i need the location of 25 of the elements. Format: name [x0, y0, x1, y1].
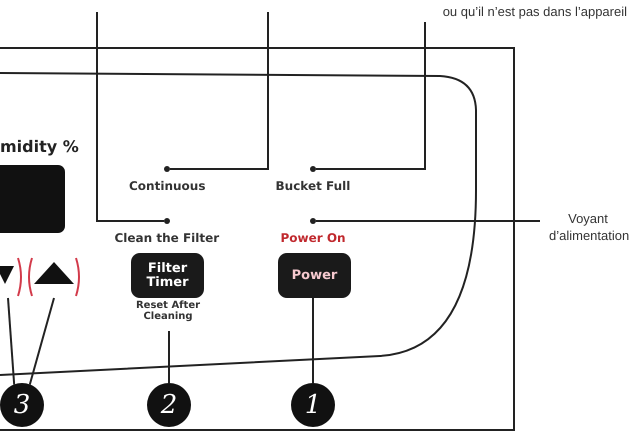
power-button: Power: [278, 253, 351, 298]
leader-line: [28, 298, 55, 385]
leader-line: [316, 220, 540, 222]
callout-text: Voyant d’alimentation: [549, 211, 627, 245]
indicator-light: [310, 218, 316, 224]
callout-number: 2: [147, 383, 191, 427]
leader-line: [170, 12, 269, 170]
callout-number: 3: [0, 383, 44, 427]
indicator-label: Continuous: [129, 180, 206, 194]
indicator-label: Power On: [280, 232, 346, 246]
indicator-light: [164, 166, 170, 172]
leader-line: [168, 331, 170, 383]
callout-number: 1: [291, 383, 335, 427]
filter-timer-button: Filter Timer: [131, 253, 204, 298]
leader-line: [96, 12, 164, 222]
leader-line: [316, 22, 426, 170]
indicator-label: Clean the Filter: [114, 232, 220, 246]
leader-line: [7, 298, 16, 385]
indicator-label: Bucket Full: [276, 180, 350, 194]
leader-line: [312, 298, 314, 383]
indicator-light: [310, 166, 316, 172]
callout-text: ou qu’il n’est pas dans l’appareil: [442, 4, 627, 20]
display-heading: midity %: [0, 138, 79, 156]
button-caption: Reset After Cleaning: [134, 301, 202, 322]
indicator-light: [164, 218, 170, 224]
